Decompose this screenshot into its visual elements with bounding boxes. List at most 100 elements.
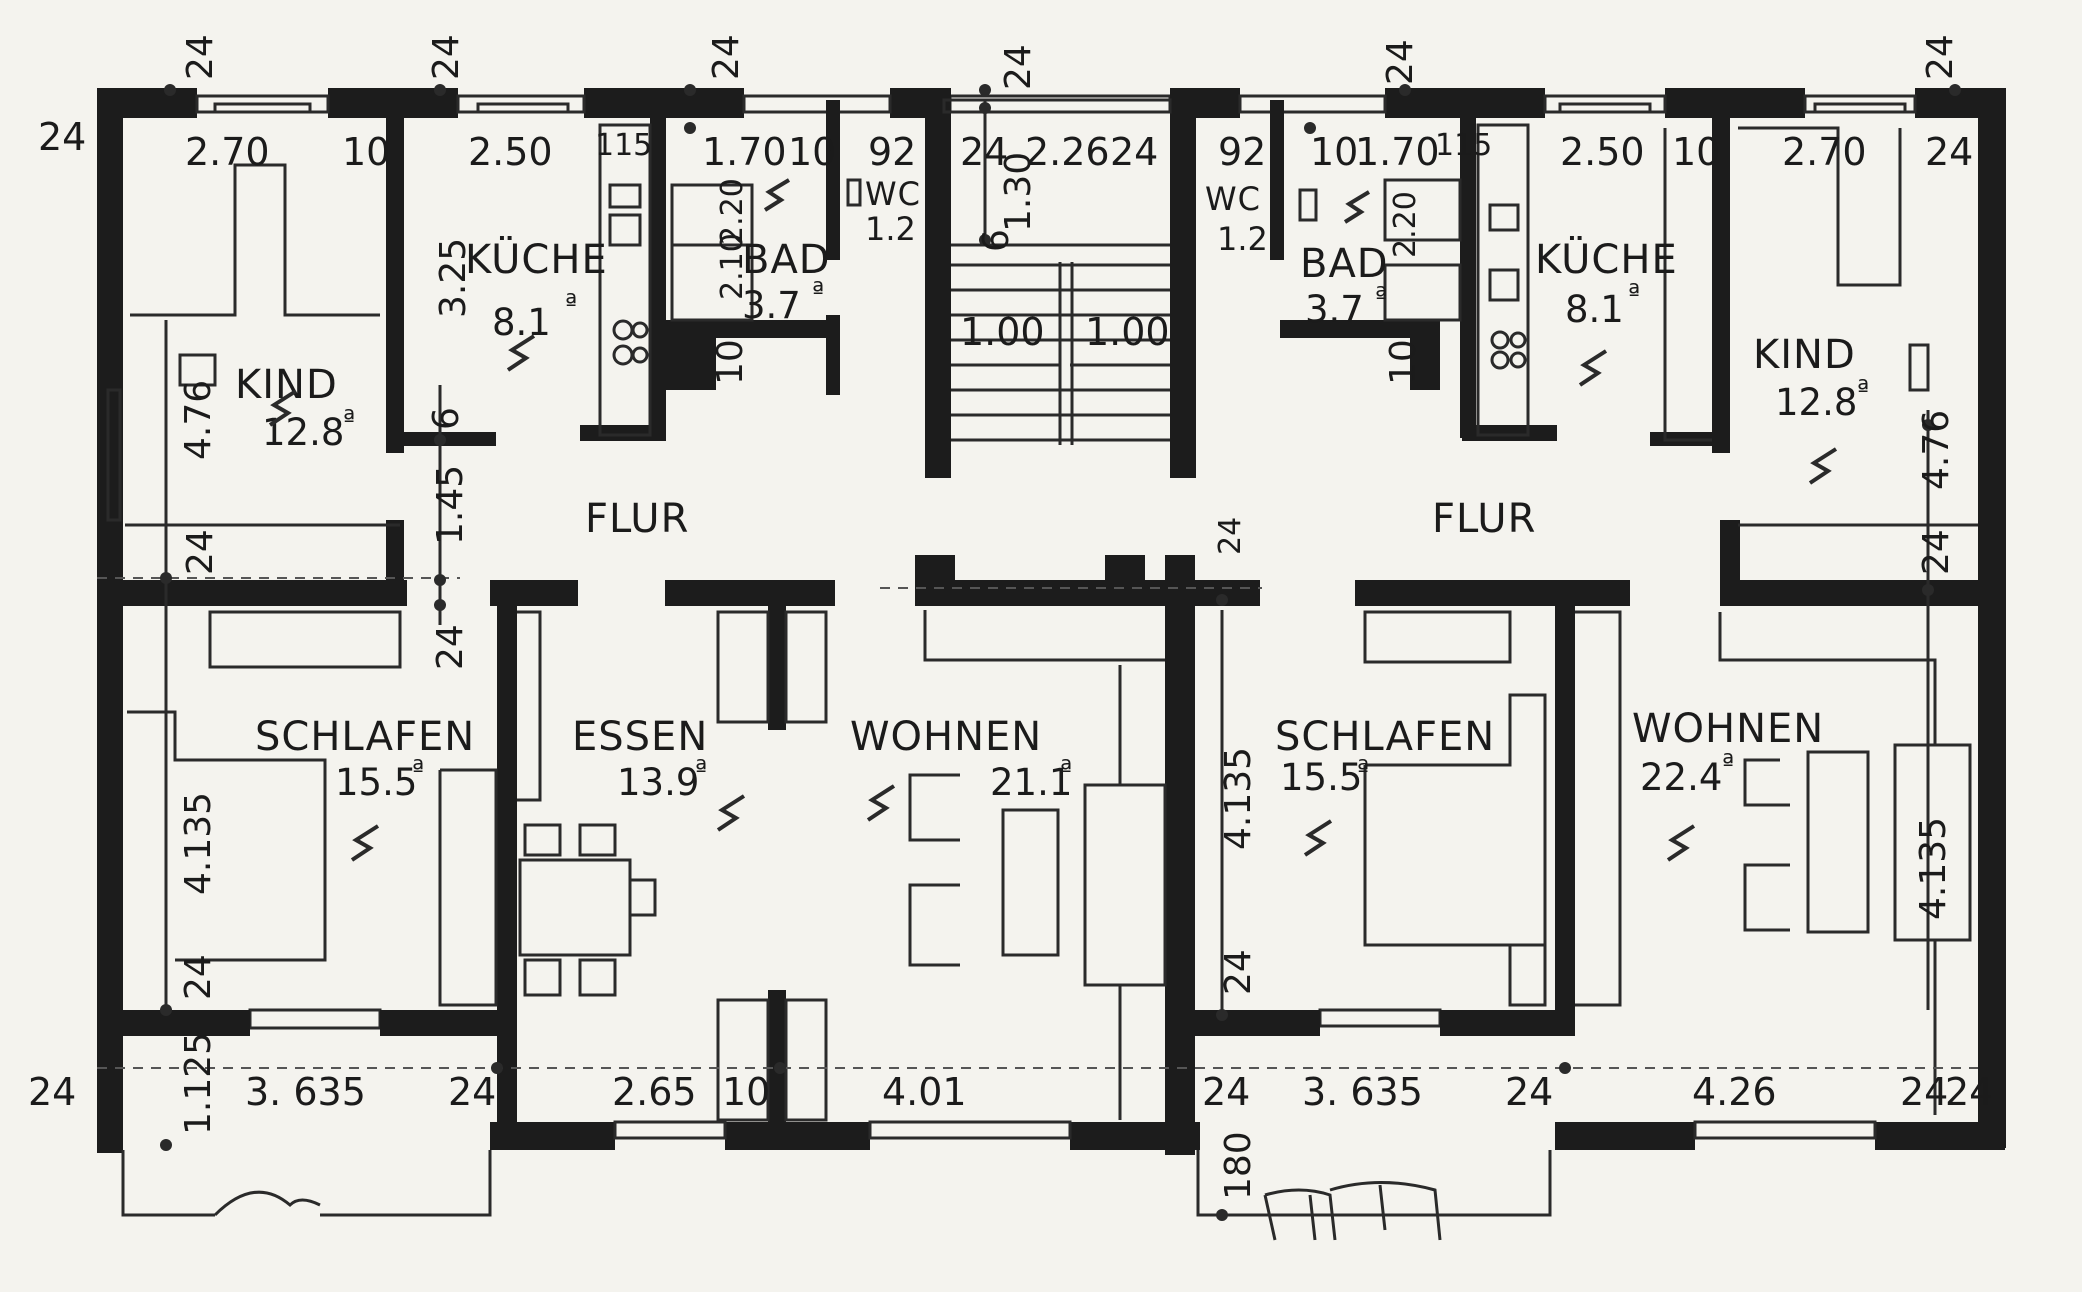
dim-bottom: 4.26 xyxy=(1692,1070,1777,1114)
dim-top: 1.70 xyxy=(1355,130,1440,174)
dim-top: 24 xyxy=(38,115,86,159)
dim-top: 10 xyxy=(1672,130,1720,174)
dim-vertical: 10 xyxy=(1383,339,1424,385)
dim-vertical: 24 xyxy=(1213,517,1248,555)
dim-vertical: 4.135 xyxy=(178,792,219,895)
area-schlafen-right: 15.5 xyxy=(1280,756,1362,799)
room-essen-left: ESSEN xyxy=(572,714,708,760)
unit-mark: ª xyxy=(343,405,355,435)
room-wohnen-left: WOHNEN xyxy=(850,714,1042,760)
dim-vertical: 4.76 xyxy=(178,380,219,460)
dim-top-edge: 24 xyxy=(180,34,221,80)
room-bad-right: BAD xyxy=(1300,241,1389,287)
room-bad-left: BAD xyxy=(742,237,831,283)
dim-top: 24 xyxy=(960,130,1008,174)
dim-top: 2.70 xyxy=(185,130,270,174)
dim-top: 24 xyxy=(1925,130,1973,174)
dim-bottom: 3. 635 xyxy=(245,1070,366,1114)
dim-vertical: 4.76 xyxy=(1916,410,1957,490)
dim-vertical: 1.45 xyxy=(430,465,471,545)
dim-bottom: 10 xyxy=(722,1070,770,1114)
dim-bottom: 3. 635 xyxy=(1302,1070,1423,1114)
room-kueche-left: KÜCHE xyxy=(465,235,608,283)
dim-vertical: 1.125 xyxy=(178,1032,219,1135)
room-flur-left: FLUR xyxy=(585,496,689,542)
room-wohnen-right: WOHNEN xyxy=(1632,706,1824,752)
room-schlafen-right: SCHLAFEN xyxy=(1275,714,1495,760)
area-kueche-right: 8.1 xyxy=(1565,288,1624,331)
area-kueche-left: 8.1 xyxy=(492,301,551,344)
area-schlafen-left: 15.5 xyxy=(335,761,417,804)
unit-mark: ª xyxy=(812,277,824,307)
dim-bottom: 24 xyxy=(1505,1070,1553,1114)
balconies xyxy=(121,1150,1552,1241)
unit-mark: ª xyxy=(1628,279,1640,309)
dimensions-vertical-right: 2.20 10 4.76 24 24 4.135 24 4.135 180 xyxy=(1213,191,1957,1200)
area-bad-left: 3.7 xyxy=(742,284,801,327)
dim-top: 2.50 xyxy=(468,130,553,174)
dim-bottom: 24 xyxy=(1202,1070,1250,1114)
unit-mark: ª xyxy=(695,755,707,785)
dim-vertical: 2.20 xyxy=(715,178,750,245)
room-flur-right: FLUR xyxy=(1432,496,1536,542)
room-kind-right: KIND xyxy=(1753,332,1856,378)
staircase xyxy=(942,98,1172,445)
furniture xyxy=(125,123,1978,1122)
dim-stair: 1.00 xyxy=(1085,310,1170,354)
dimensions-stair: 1.00 1.00 xyxy=(960,310,1170,354)
dim-vertical: 2.20 xyxy=(1388,191,1423,258)
dim-vertical: 6 xyxy=(426,407,467,430)
dim-bottom: 24 xyxy=(28,1070,76,1114)
dimension-lines xyxy=(97,84,1978,1221)
dim-top: 2.70 xyxy=(1782,130,1867,174)
dim-vertical: 24 xyxy=(180,529,221,575)
area-wohnen-left: 21.1 xyxy=(990,761,1072,804)
dimensions-bottom: 24 3. 635 24 2.65 10 4.01 24 3. 635 24 4… xyxy=(28,1070,1993,1114)
interior-walls xyxy=(97,88,2005,1155)
dim-top-edge: 24 xyxy=(706,34,747,80)
dim-top: 92 xyxy=(1218,130,1266,174)
unit-mark: ª xyxy=(1060,755,1072,785)
dim-top: 115 xyxy=(595,128,652,163)
dim-vertical: 4.135 xyxy=(1218,747,1259,850)
room-labels: KIND 12.8 KÜCHE 8.1 BAD 3.7 WC 1.2 FLUR … xyxy=(235,175,1857,804)
dimensions-top-edge: 24 24 24 24 24 24 xyxy=(180,34,1961,90)
dimensions-vertical-left: 3.25 4.76 6 1.45 24 24 4.135 24 1.125 2.… xyxy=(178,152,1039,1135)
dim-vertical: 180 xyxy=(1218,1131,1259,1200)
dim-top: 10 xyxy=(788,130,836,174)
dim-vertical: 10 xyxy=(710,339,751,385)
dim-vertical: 6 xyxy=(976,229,1017,252)
dim-top-edge: 24 xyxy=(1380,39,1421,85)
room-wc-left: WC xyxy=(865,175,921,213)
area-wc-left: 1.2 xyxy=(865,210,916,248)
dim-vertical: 1.30 xyxy=(998,152,1039,232)
dim-bottom: 4.01 xyxy=(882,1070,967,1114)
dim-vertical: 24 xyxy=(1916,529,1957,575)
dim-top-edge: 24 xyxy=(1920,34,1961,80)
dim-bottom: 24 xyxy=(1900,1070,1948,1114)
unit-mark: ª xyxy=(1357,755,1369,785)
dim-vertical: 3.25 xyxy=(433,238,474,318)
room-kind-left: KIND xyxy=(235,362,338,408)
dim-vertical: 24 xyxy=(1218,949,1259,995)
room-kueche-right: KÜCHE xyxy=(1535,235,1678,283)
unit-mark: ª xyxy=(1857,375,1869,405)
dim-bottom: 24 xyxy=(1945,1070,1993,1114)
dim-top: 10 xyxy=(342,130,390,174)
area-bad-right: 3.7 xyxy=(1305,288,1364,331)
unit-mark: ª xyxy=(1375,282,1387,312)
dim-top: 115 xyxy=(1435,128,1492,163)
area-wohnen-right: 22.4 xyxy=(1640,756,1722,799)
dimensions-top: 24 2.70 10 2.50 115 1.70 10 92 24 2.26 2… xyxy=(38,115,1973,174)
dim-top: 2.26 xyxy=(1025,130,1110,174)
room-wc-right: WC xyxy=(1205,180,1261,218)
area-kind-right: 12.8 xyxy=(1775,381,1857,424)
room-schlafen-left: SCHLAFEN xyxy=(255,714,475,760)
area-kind-left: 12.8 xyxy=(262,411,344,454)
dim-top: 10 xyxy=(1310,130,1358,174)
dim-vertical: 4.135 xyxy=(1913,817,1954,920)
dim-top: 24 xyxy=(1110,130,1158,174)
dim-vertical: 24 xyxy=(430,624,471,670)
dim-bottom: 2.65 xyxy=(612,1070,697,1114)
